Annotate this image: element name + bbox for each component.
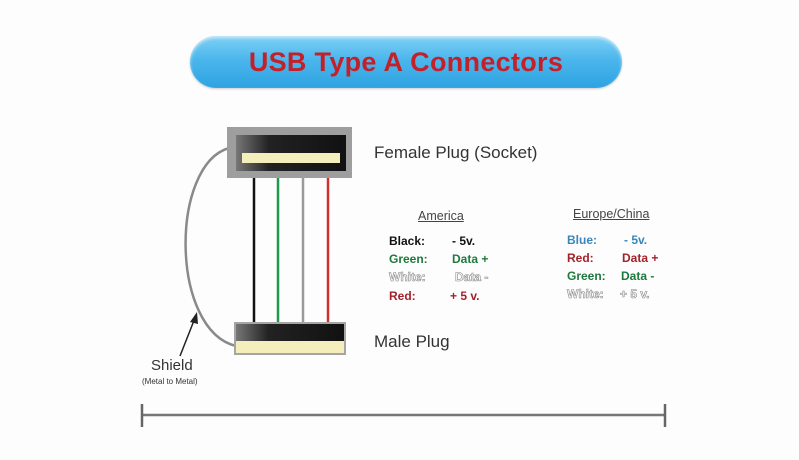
america-value: Data - bbox=[455, 270, 489, 285]
male-plug-label: Male Plug bbox=[374, 332, 450, 351]
shield-wire bbox=[184, 146, 237, 348]
europe-value: Data - bbox=[621, 269, 655, 283]
title-banner: USB Type A Connectors bbox=[190, 36, 622, 88]
shield-label: Shield bbox=[151, 357, 193, 374]
europe-color: White: bbox=[567, 287, 604, 302]
page-title: USB Type A Connectors bbox=[248, 46, 564, 77]
scale-bar bbox=[140, 404, 667, 427]
europe-heading: Europe/China bbox=[573, 207, 650, 221]
europe-value: + 5 v. bbox=[620, 287, 650, 302]
europe-value: Data + bbox=[622, 251, 659, 265]
europe-color: Green: bbox=[567, 269, 606, 283]
male-plug-connector bbox=[234, 322, 346, 355]
america-value: - 5v. bbox=[452, 234, 476, 248]
europe-color: Red: bbox=[567, 251, 594, 265]
female-plug-connector bbox=[227, 127, 352, 178]
europe-color: Blue: bbox=[567, 233, 597, 247]
america-color: Black: bbox=[389, 234, 426, 248]
america-value: Data + bbox=[452, 252, 489, 266]
america-value: + 5 v. bbox=[450, 289, 480, 303]
america-color: Green: bbox=[389, 252, 428, 266]
shield-arrow-icon bbox=[179, 312, 198, 357]
europe-value: - 5v. bbox=[624, 233, 648, 247]
america-heading: America bbox=[418, 209, 464, 223]
female-plug-label: Female Plug (Socket) bbox=[374, 143, 538, 162]
america-color: Red: bbox=[389, 289, 416, 303]
shield-note: (Metal to Metal) bbox=[142, 377, 198, 386]
america-color: White: bbox=[389, 270, 426, 285]
